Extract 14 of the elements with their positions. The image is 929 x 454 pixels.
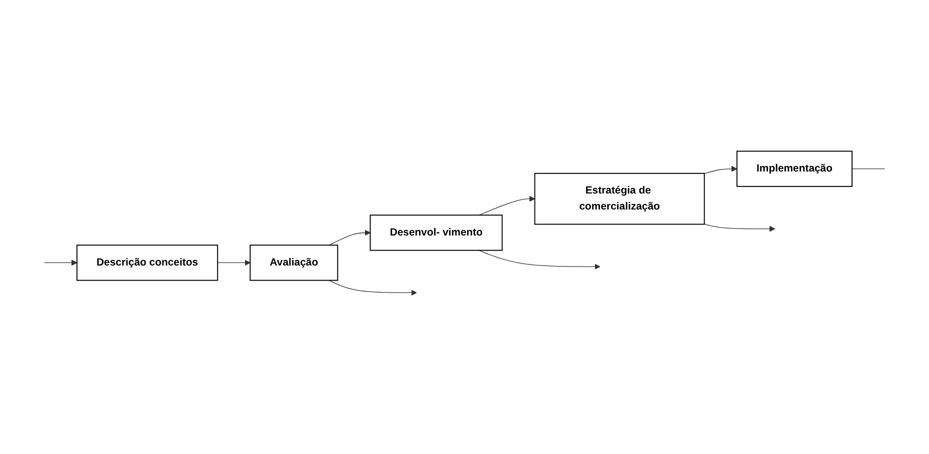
node-box: Desenvol- vimento (370, 214, 503, 251)
node-box: Implementação (736, 150, 853, 188)
arrow (328, 230, 371, 246)
arrow (44, 260, 78, 266)
arrow (328, 280, 417, 296)
arrow (704, 166, 738, 174)
node-box: Avaliação (250, 244, 338, 281)
connector (852, 168, 885, 170)
node-box: Estratégia de comercialização (534, 173, 705, 225)
arrow (478, 250, 600, 270)
arrow (704, 224, 776, 232)
arrow (217, 260, 250, 266)
node-box: Descrição conceitos (76, 244, 218, 281)
arrow (478, 196, 536, 216)
